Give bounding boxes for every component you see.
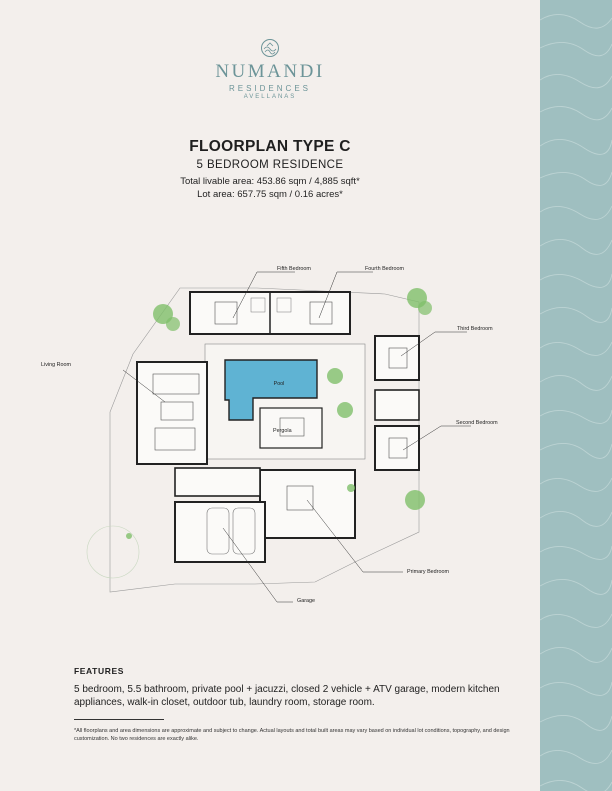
third-bedroom-label: Third Bedroom	[457, 326, 493, 332]
living-room-block	[136, 361, 208, 465]
heading-block: FLOORPLAN TYPE C 5 BEDROOM RESIDENCE Tot…	[0, 138, 540, 200]
floorplan-svg: Pool Pergola	[41, 266, 498, 604]
pergola-label: Pergola	[273, 428, 292, 434]
brand-name: NUMANDI	[215, 61, 325, 82]
logo-emblem-icon	[261, 39, 279, 57]
fourth-bedroom-label: Fourth Bedroom	[365, 266, 404, 272]
brand-location: AVELLANAS	[243, 94, 297, 100]
service-block	[174, 467, 261, 497]
features-heading: FEATURES	[74, 666, 124, 676]
floorplan-drawing: Pool Pergola	[25, 262, 525, 612]
footnote-text: *All floorplans and area dimensions are …	[74, 728, 510, 742]
second-bedroom-block	[374, 425, 420, 471]
garage-block	[174, 501, 266, 563]
garage-label: Garage	[297, 598, 315, 604]
pergola-structure	[259, 407, 323, 449]
pool-label: Pool	[274, 381, 285, 387]
total-area-text: Total livable area: 453.86 sqm / 4,885 s…	[180, 176, 360, 187]
wave-pattern	[540, 14, 612, 791]
palm-trees	[126, 288, 432, 539]
page-title: FLOORPLAN TYPE C	[189, 138, 351, 155]
primary-bedroom-label: Primary Bedroom	[407, 569, 449, 575]
car-outline-left	[206, 507, 230, 555]
features-section: FEATURES 5 bedroom, 5.5 bathroom, privat…	[74, 666, 514, 709]
third-bedroom-block	[374, 335, 420, 381]
brand-subtitle: RESIDENCES	[228, 84, 311, 93]
car-outline-right	[232, 507, 256, 555]
fifth-bedroom-bed	[214, 301, 238, 325]
fifth-bedroom-label: Fifth Bedroom	[277, 266, 311, 272]
footnote-divider	[74, 719, 164, 720]
brand-logo: NUMANDI RESIDENCES AVELLANAS	[0, 38, 540, 100]
primary-bedroom-block	[259, 469, 356, 539]
bath-block	[374, 389, 420, 421]
leader-lines	[122, 271, 471, 603]
pool-shape	[224, 359, 318, 421]
living-room-label: Living Room	[41, 362, 71, 368]
page-subtitle: 5 BEDROOM RESIDENCE	[196, 159, 344, 171]
second-bedroom-label: Second Bedroom	[456, 420, 498, 426]
lot-area-text: Lot area: 657.75 sqm / 0.16 acres*	[197, 189, 343, 200]
site-boundary	[109, 287, 420, 593]
tree-canopy	[86, 525, 140, 579]
features-text: 5 bedroom, 5.5 bathroom, private pool + …	[74, 684, 500, 708]
fourth-bedroom-bed	[309, 301, 333, 325]
decorative-wave-panel	[540, 0, 612, 791]
